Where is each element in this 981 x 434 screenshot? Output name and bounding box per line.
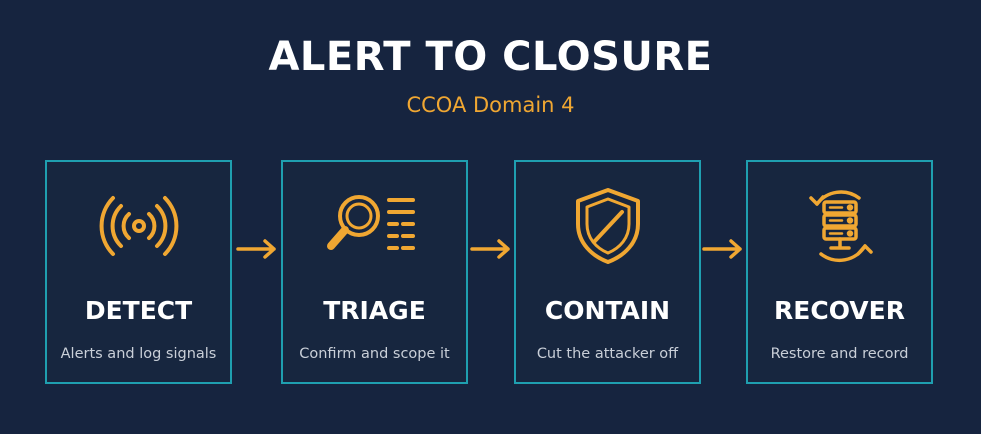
step-label: TRIAGE [323,296,426,325]
step-description: Alerts and log signals [60,346,217,362]
step-card-triage: TRIAGE Confirm and scope it [281,160,468,384]
step-label: RECOVER [774,296,905,325]
signal-broadcast-icon [47,188,230,264]
arrow-right-icon [470,239,510,259]
step-card-contain: CONTAIN Cut the attacker off [514,160,701,384]
arrow-right-icon [236,239,276,259]
page-subtitle: CCOA Domain 4 [406,93,575,117]
step-description: Confirm and scope it [299,346,450,362]
step-card-recover: RECOVER Restore and record [746,160,933,384]
step-label: CONTAIN [544,296,671,325]
magnifier-checklist-icon [283,188,466,264]
step-label: DETECT [84,296,193,325]
step-description: Cut the attacker off [536,346,679,362]
shield-icon [516,188,699,264]
arrow-right-icon [702,239,742,259]
page-title: ALERT TO CLOSURE [268,34,713,80]
step-card-detect: DETECT Alerts and log signals [45,160,232,384]
step-description: Restore and record [770,346,909,362]
server-restore-icon [748,188,931,264]
